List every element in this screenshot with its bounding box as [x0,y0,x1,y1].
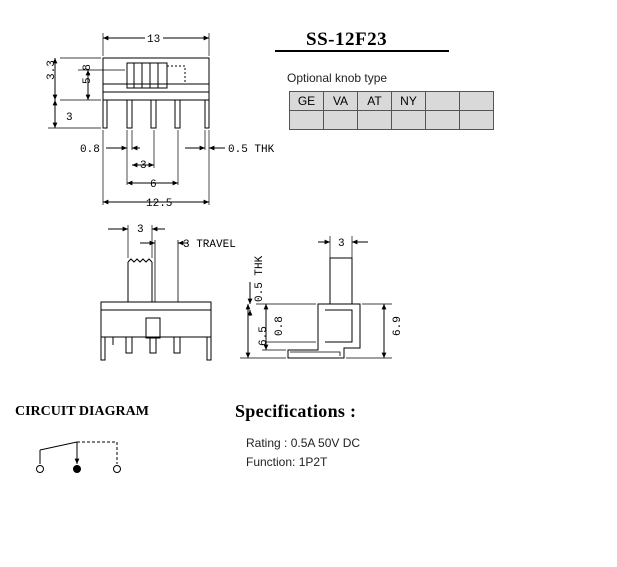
knob-type-cell: VA [323,91,358,111]
common-contact [73,465,81,473]
dim-height-6-5: 6.5 [258,326,270,346]
dim-base-width: 12.5 [146,198,172,210]
dim-thickness-side: 0.5 THK [254,255,266,302]
dim-height-5-8: 5.8 [82,64,94,84]
dim-travel: 3 TRAVEL [183,239,236,251]
knob-type-cell: AT [357,91,392,111]
model-title: SS-12F23 [306,29,388,50]
dim-height-6-9: 6.9 [392,316,404,336]
knob-caption: Optional knob type [287,71,388,85]
top-view [48,33,225,205]
dim-span: 6 [150,179,157,191]
knob-empty-cell [391,110,426,130]
dim-thickness-top: 0.5 THK [228,144,275,156]
knob-type-cell: NY [391,91,426,111]
open-contact-right [113,465,121,473]
knob-empty-cell [357,110,392,130]
dim-pin-width: 0.8 [80,144,100,156]
dim-pin-length: 3 [66,112,73,124]
open-contact-left [36,465,44,473]
rating-text: Rating : 0.5A 50V DC [246,436,361,450]
dim-height-3-3: 3.3 [46,60,58,80]
circuit-diagram-title: CIRCUIT DIAGRAM [15,404,149,419]
knob-empty-cell [425,110,460,130]
knob-type-cell: GE [289,91,324,111]
dim-width-13: 13 [147,34,160,46]
dim-side-knob: 3 [338,238,345,250]
knob-type-table: GE VA AT NY [289,91,494,130]
side-view [240,236,392,359]
front-view [100,225,212,361]
circuit-symbol [36,441,121,473]
function-text: Function: 1P2T [246,455,328,469]
knob-empty-cell [323,110,358,130]
dim-knob-width: 3 [137,224,144,236]
knob-type-cell [459,91,494,111]
knob-type-cell [425,91,460,111]
knob-empty-cell [289,110,324,130]
knob-empty-cell [459,110,494,130]
dim-height-0-8: 0.8 [274,316,286,336]
dim-pitch: 3 [140,160,147,172]
specifications-title: Specifications : [235,401,357,421]
title-underline [275,50,449,52]
